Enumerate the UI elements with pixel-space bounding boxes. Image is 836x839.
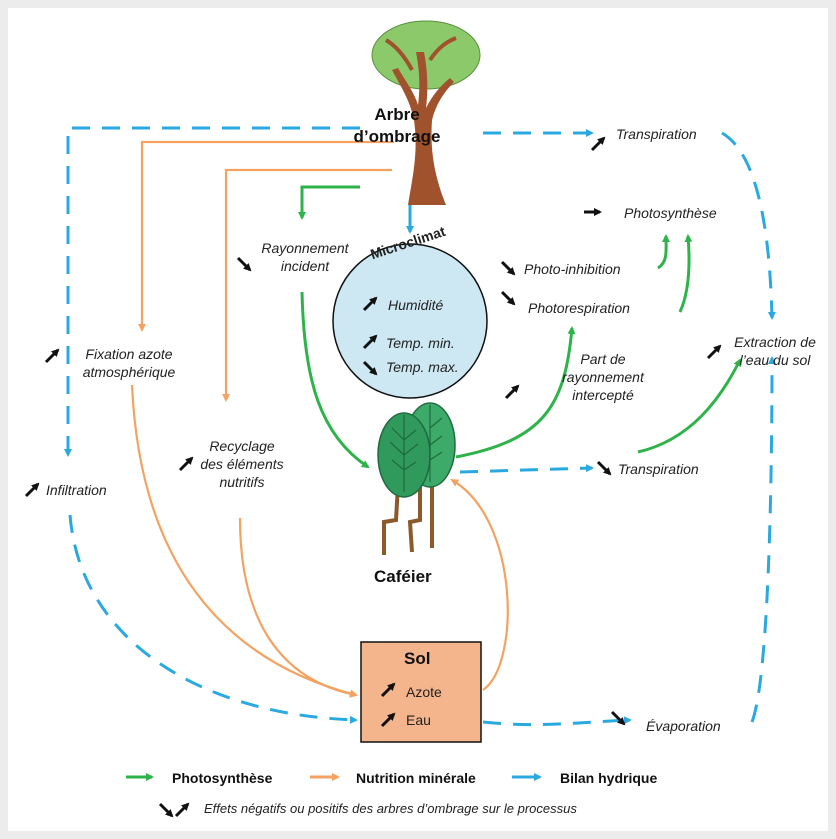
tree-title: Arbre d’ombrage [352, 104, 442, 148]
blue-arrow-transpiration-to-extraction [721, 131, 776, 320]
orange-arrow-fixation-to-sol [130, 384, 358, 698]
eau-label: Eau [406, 712, 431, 728]
orange-arrow-recyclage-to-sol [238, 517, 358, 698]
down-arrow-icon [500, 260, 516, 276]
rayonnement-label: Rayonnement incident [250, 239, 360, 275]
infiltration-label: Infiltration [46, 482, 107, 498]
recyclage-label: Recyclage des éléments nutritifs [192, 437, 292, 492]
humidite-label: Humidité [388, 297, 444, 313]
extraction-line1: Extraction de [734, 334, 816, 350]
up-arrow-icon [590, 136, 606, 152]
recyclage-line3: nutritifs [219, 474, 265, 491]
fixation-line1: Fixation azote [85, 346, 173, 362]
tree-title-line1: Arbre [374, 105, 420, 124]
green-arrow-rayonnement-to-cafeier [300, 291, 370, 469]
fixation-line2: atmosphérique [82, 364, 176, 381]
up-arrow-icon [362, 334, 378, 350]
legend-bilan: Bilan hydrique [560, 770, 658, 786]
part-line3: intercepté [572, 387, 634, 404]
sol-title: Sol [404, 649, 431, 668]
azote-label: Azote [406, 684, 442, 700]
up-arrow-icon [24, 482, 40, 498]
up-arrow-icon [380, 682, 396, 698]
cafeier-title: Caféier [374, 567, 432, 586]
photosynthese-label: Photosynthèse [624, 205, 717, 221]
up-arrow-icon [504, 384, 520, 400]
up-arrow-icon [178, 456, 194, 472]
evaporation-label: Évaporation [646, 718, 721, 734]
up-arrow-icon [706, 344, 722, 360]
fixation-label: Fixation azote atmosphérique [54, 345, 204, 381]
legend-down-arrow-icon [158, 802, 174, 818]
legend-effects: Effets négatifs ou positifs des arbres d… [204, 801, 577, 816]
down-arrow-icon [500, 290, 516, 306]
sol-box [360, 641, 482, 743]
green-arrow-cafeier-to-extraction [637, 358, 742, 454]
tree-title-line2: d’ombrage [353, 127, 441, 147]
down-arrow-icon [236, 256, 252, 272]
blue-arrow-tree-to-infiltration [64, 126, 360, 457]
photo-inhibition-label: Photo-inhibition [524, 261, 621, 277]
temp-max-label: Temp. max. [386, 359, 459, 375]
up-arrow-icon [44, 348, 60, 364]
transpiration-coffee-label: Transpiration [618, 461, 699, 477]
orange-arrow-tree-to-fixation [138, 140, 394, 332]
recyclage-line1: Recyclage [209, 438, 275, 454]
legend-up-arrow-icon [174, 802, 190, 818]
green-arrow-cafeier-to-photorespiration [455, 326, 576, 459]
blue-arrow-infiltration-to-sol [68, 514, 358, 724]
down-arrow-icon [610, 710, 626, 726]
part-line1: Part de [580, 351, 626, 367]
photorespiration-label: Photorespiration [528, 300, 630, 316]
orange-arrow-sol-to-cafeier [450, 478, 509, 691]
down-arrow-icon [596, 460, 612, 476]
rayonnement-line2: incident [280, 258, 330, 275]
orange-arrow-tree-to-recyclage [222, 168, 392, 402]
part-line2: rayonnement [562, 369, 644, 386]
down-arrow-icon [362, 360, 378, 376]
legend-photosynthese: Photosynthèse [172, 770, 273, 786]
microclimat-circle [332, 243, 488, 399]
shade-tree-icon [371, 20, 481, 205]
blue-arrow-cafeier-to-transpiration [459, 464, 594, 474]
green-arrow-photorespiration-to-photosynthese [678, 234, 693, 313]
coffee-plant-icon [377, 402, 456, 555]
blue-arrow-sol-to-evaporation [482, 716, 632, 727]
legend-nutrition: Nutrition minérale [356, 770, 476, 786]
recyclage-line2: des éléments [200, 456, 284, 473]
extraction-label: Extraction de l’eau du sol [720, 333, 830, 369]
green-arrow-tree-to-rayonnement [298, 185, 360, 220]
temp-min-label: Temp. min. [386, 335, 455, 351]
extraction-line2: l’eau du sol [739, 352, 811, 369]
transpiration-tree-label: Transpiration [616, 126, 697, 142]
up-arrow-icon [380, 712, 396, 728]
rayonnement-line1: Rayonnement [261, 240, 349, 256]
part-rayonnement-label: Part de rayonnement intercepté [548, 350, 658, 405]
blue-arrow-evaporation-to-extraction [750, 356, 776, 723]
green-arrow-photoinhibition-to-photosynthese [657, 234, 671, 270]
up-arrow-icon [362, 296, 378, 312]
